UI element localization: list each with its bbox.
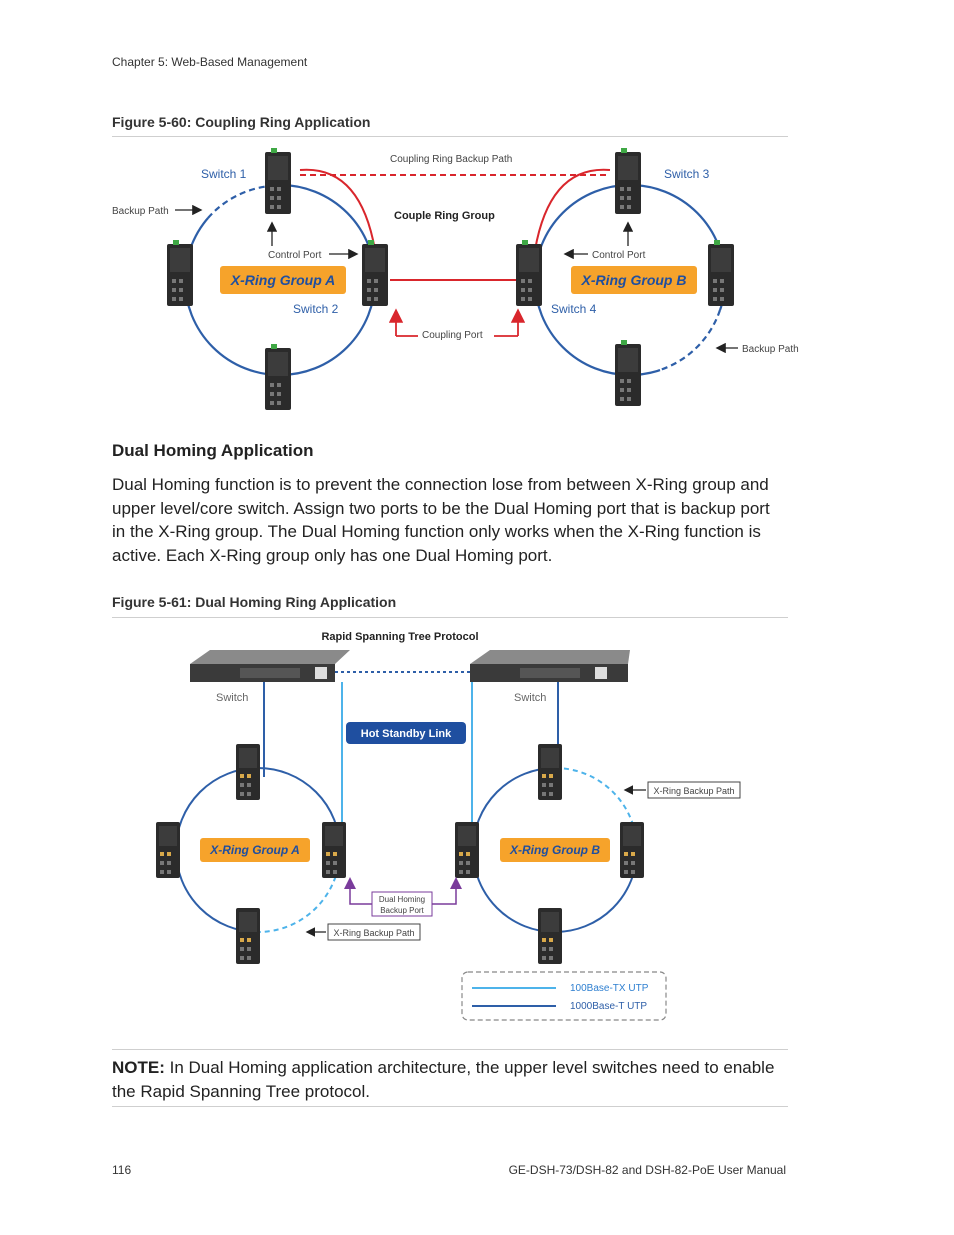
note-text: In Dual Homing application architecture,… — [112, 1058, 775, 1101]
figure-5-61-caption: Figure 5-61: Dual Homing Ring Applicatio… — [112, 594, 397, 610]
legend-tx-label: 100Base-TX UTP — [570, 983, 649, 994]
couple-ring-group-label: Couple Ring Group — [394, 210, 495, 222]
switch-2-device — [362, 240, 388, 306]
core-switch-left — [190, 650, 350, 682]
group-a-label: X-Ring Group A — [230, 272, 335, 288]
switch-1-label: Switch 1 — [201, 167, 247, 181]
coupling-line-left — [299, 168, 376, 251]
group-a-box — [220, 266, 346, 294]
control-port-left-label: Control Port — [268, 250, 322, 261]
dual-homing-label-1: Dual Homing — [379, 895, 425, 904]
switch-bottom-b-device — [615, 340, 641, 406]
ring-a-backup-segment — [207, 184, 271, 219]
coupling-port-label: Coupling Port — [422, 330, 483, 341]
switch-left-device — [167, 240, 193, 306]
section-body: Dual Homing function is to prevent the c… — [112, 475, 770, 565]
rstp-label: Rapid Spanning Tree Protocol — [321, 631, 478, 643]
dual-homing-diagram: Rapid Spanning Tree Protocol Switch Swit… — [156, 631, 741, 1021]
group-a-label-2: X-Ring Group A — [209, 843, 300, 857]
group-b-label: X-Ring Group B — [581, 272, 687, 288]
section-title: Dual Homing Application — [112, 441, 314, 460]
caption-rule — [112, 136, 788, 137]
legend-t-label: 1000Base-T UTP — [570, 1001, 647, 1012]
coupling-line-right — [534, 168, 611, 251]
hot-standby-label: Hot Standby Link — [361, 728, 452, 740]
coupling-ring-diagram: X-Ring Group A X-Ring Group B Switch 1 S… — [112, 148, 799, 410]
dual-homing-label-2: Backup Port — [380, 906, 424, 915]
switch-bottom-a-device — [265, 344, 291, 410]
figure-5-60-caption: Figure 5-60: Coupling Ring Application — [112, 114, 371, 130]
control-port-right-label: Control Port — [592, 250, 646, 261]
note-label: NOTE: — [112, 1058, 165, 1077]
switch-right-device — [708, 240, 734, 306]
core-switch-right — [470, 650, 630, 682]
chapter-header: Chapter 5: Web-Based Management — [112, 55, 308, 69]
note-block: NOTE: In Dual Homing application archite… — [112, 1056, 782, 1103]
switch-right-label: Switch — [514, 692, 546, 704]
backup-path-right-label: Backup Path — [742, 344, 799, 355]
note-bottom-rule — [112, 1106, 788, 1107]
backup-path-left-label: Backup Path — [112, 206, 169, 217]
caption-rule-2 — [112, 617, 788, 618]
legend-box — [461, 971, 667, 1021]
coupling-backup-label: Coupling Ring Backup Path — [390, 154, 512, 165]
hot-standby-box — [346, 722, 466, 744]
group-b-box — [571, 266, 697, 294]
xring-backup-right-label: X-Ring Backup Path — [653, 786, 734, 796]
switch-3-label: Switch 3 — [664, 167, 710, 181]
page-number: 116 — [112, 1163, 132, 1177]
switch-4-label: Switch 4 — [551, 302, 597, 316]
xring-backup-left-label: X-Ring Backup Path — [333, 928, 414, 938]
ring-b-backup-segment — [659, 309, 722, 372]
switch-4-device — [516, 240, 542, 306]
switch-3-device — [615, 148, 641, 214]
switch-left-label: Switch — [216, 692, 248, 704]
switch-2-label: Switch 2 — [293, 302, 339, 316]
switch-1-device — [265, 148, 291, 214]
group-b-label-2: X-Ring Group B — [509, 843, 600, 857]
note-top-rule — [112, 1049, 788, 1050]
manual-title: GE-DSH-73/DSH-82 and DSH-82-PoE User Man… — [508, 1163, 786, 1177]
